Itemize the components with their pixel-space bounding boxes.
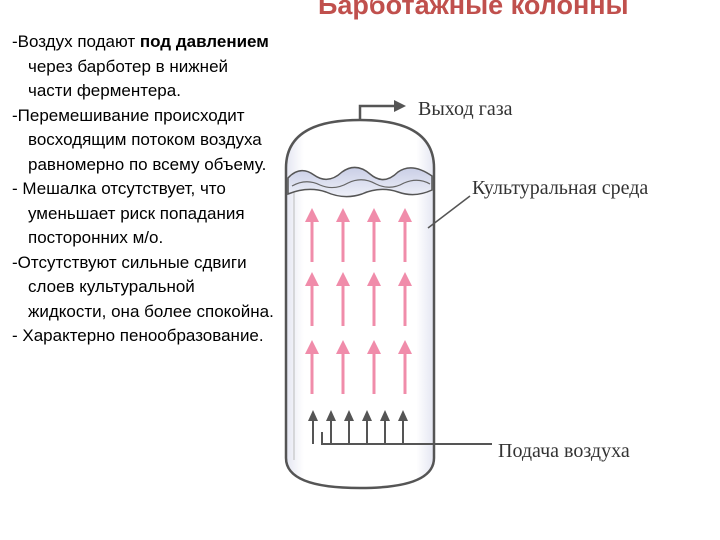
bullet-text: - Мешалка отсутствует, что уменьшает рис… bbox=[12, 179, 245, 247]
flow-arrow bbox=[398, 208, 412, 262]
bullet-text-bold: под давлением bbox=[139, 32, 269, 51]
flow-arrow bbox=[367, 340, 381, 394]
flow-arrow bbox=[398, 272, 412, 326]
air-inlet-arrows bbox=[308, 410, 408, 444]
flow-arrow bbox=[367, 272, 381, 326]
label-gas-out: Выход газа bbox=[418, 98, 513, 120]
bullet-text: -Воздух подают bbox=[12, 32, 140, 51]
bullet-list: -Воздух подают под давлением через барбо… bbox=[12, 30, 274, 349]
air-arrow bbox=[344, 410, 354, 444]
flow-arrow bbox=[305, 208, 319, 262]
bubble-column-diagram: Выход газа Культуральная среда Подача во… bbox=[284, 98, 648, 490]
bullet-text: - Характерно пенообразование. bbox=[12, 326, 264, 345]
slide-title: Барботажные колонны bbox=[318, 0, 629, 20]
bullet-item: -Перемешивание происходит восходящим пот… bbox=[12, 104, 274, 178]
flow-arrow bbox=[336, 272, 350, 326]
flow-arrow bbox=[367, 208, 381, 262]
air-arrow bbox=[362, 410, 372, 444]
bullet-text: -Перемешивание происходит восходящим пот… bbox=[12, 105, 267, 174]
medium-pointer-line bbox=[427, 195, 471, 229]
flow-arrow bbox=[398, 340, 412, 394]
bullet-item: - Мешалка отсутствует, что уменьшает рис… bbox=[12, 177, 274, 251]
label-medium: Культуральная среда bbox=[472, 177, 648, 199]
air-arrow bbox=[398, 410, 408, 444]
air-inlet-pipe bbox=[321, 432, 492, 445]
air-arrow bbox=[308, 410, 318, 444]
flow-arrow bbox=[336, 340, 350, 394]
bullet-text: через барботер в нижней части ферментера… bbox=[28, 56, 229, 101]
flow-arrow bbox=[305, 272, 319, 326]
upward-flow-arrows bbox=[305, 208, 412, 394]
liquid-surface-inner bbox=[291, 179, 431, 189]
air-arrow bbox=[326, 410, 336, 444]
gas-outlet-pipe bbox=[358, 104, 398, 120]
flow-arrow bbox=[336, 208, 350, 262]
bullet-item: -Воздух подают под давлением через барбо… bbox=[12, 30, 274, 104]
bullet-item: - Характерно пенообразование. bbox=[12, 324, 274, 349]
vessel-body bbox=[284, 118, 436, 490]
air-arrow bbox=[380, 410, 390, 444]
bullet-item: -Отсутствуют сильные сдвиги слоев культу… bbox=[12, 251, 274, 325]
label-air-in: Подача воздуха bbox=[498, 440, 630, 462]
gas-outlet-arrowhead bbox=[394, 100, 406, 112]
liquid-surface bbox=[287, 166, 433, 198]
flow-arrow bbox=[305, 340, 319, 394]
bullet-text: -Отсутствуют сильные сдвиги слоев культу… bbox=[12, 252, 274, 321]
